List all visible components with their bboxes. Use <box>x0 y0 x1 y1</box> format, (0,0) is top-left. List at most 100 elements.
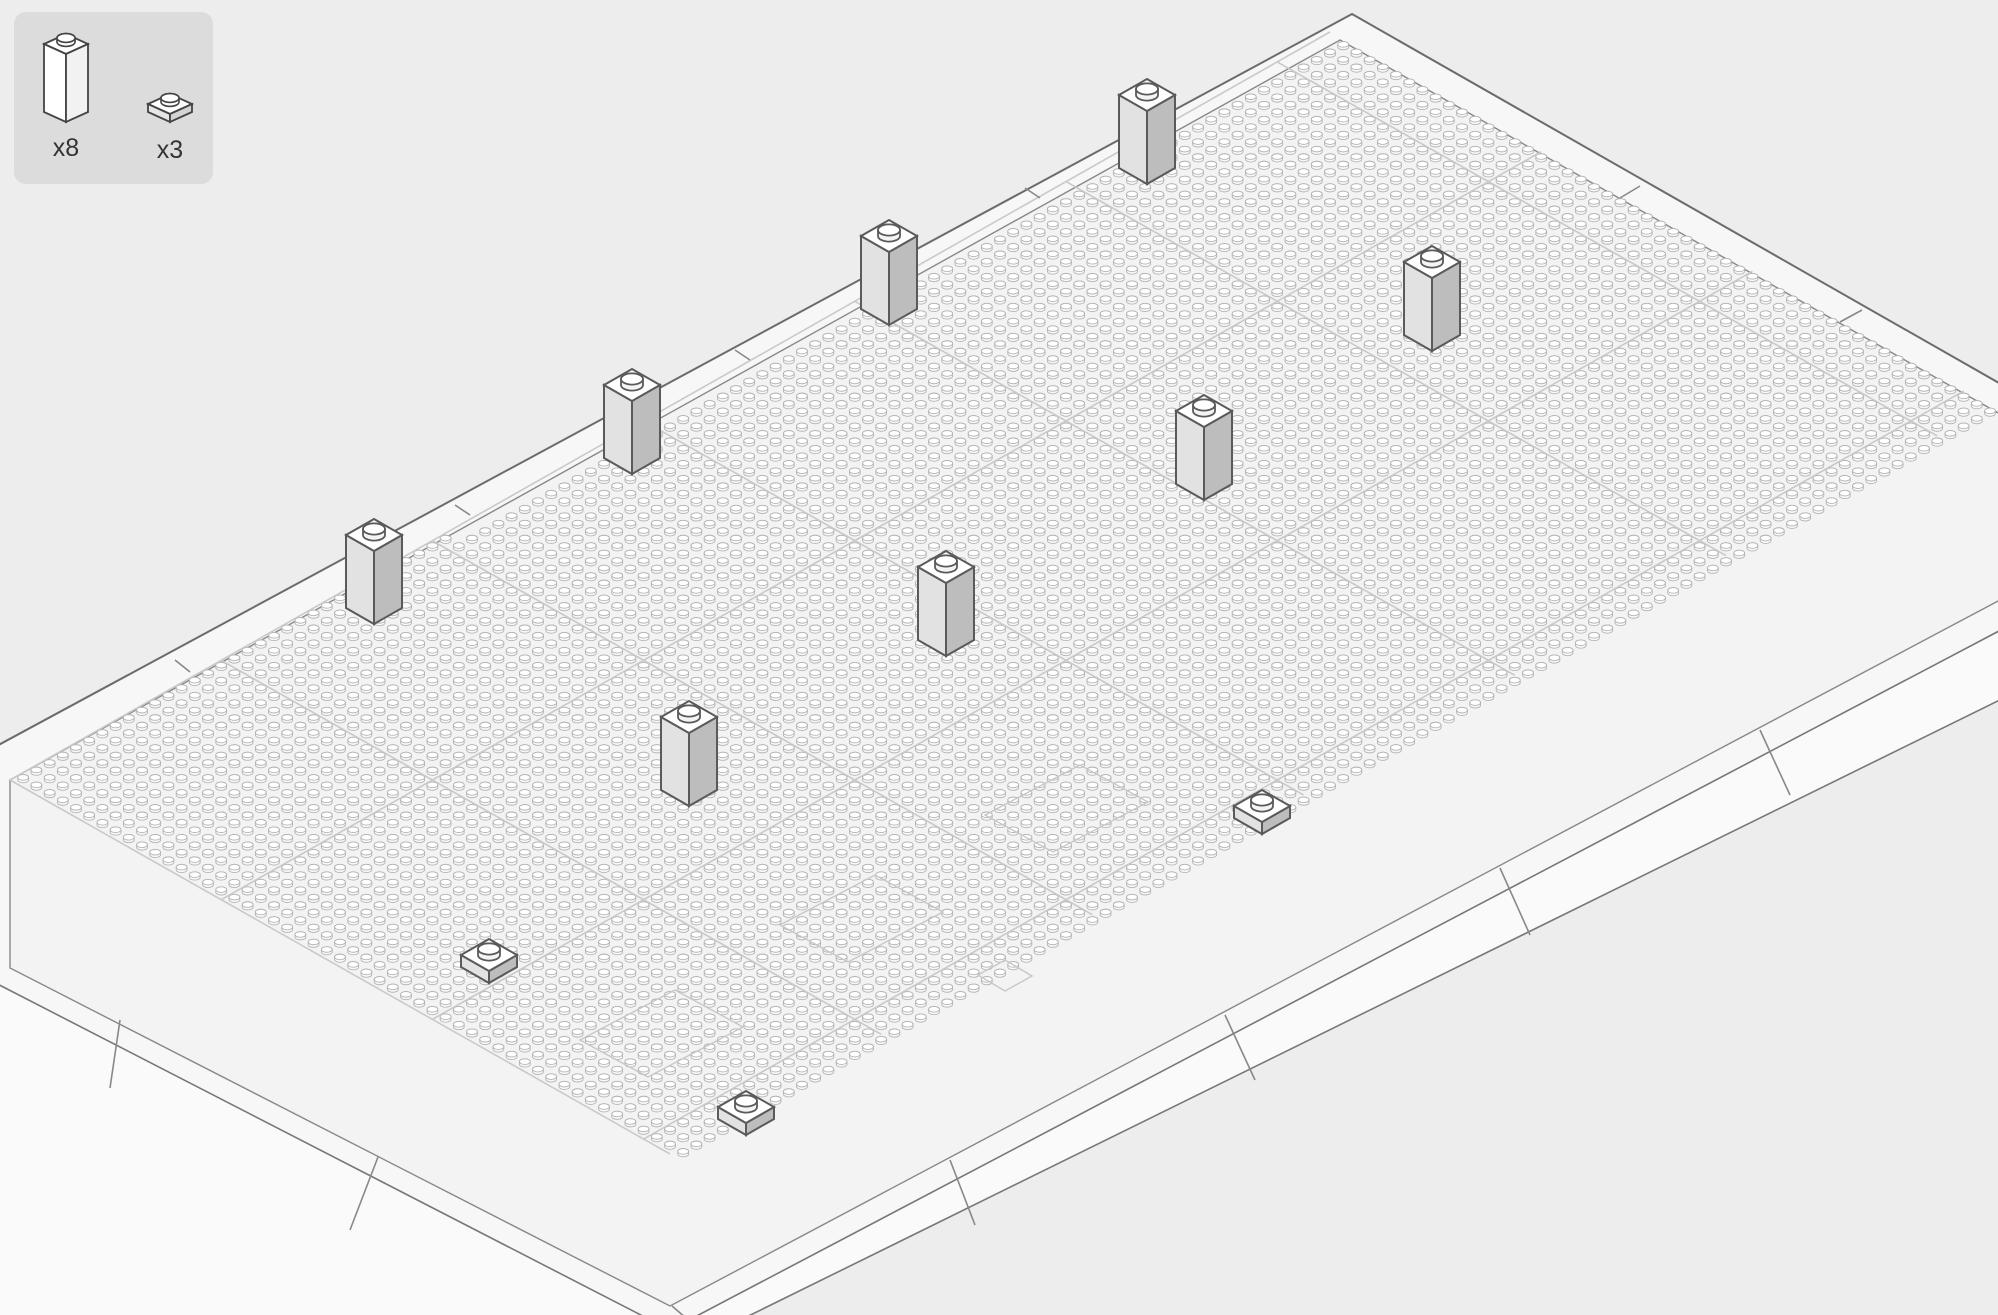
stud <box>1285 371 1296 379</box>
stud <box>1179 715 1190 723</box>
stud <box>414 625 425 633</box>
stud <box>585 797 596 805</box>
stud <box>797 438 808 446</box>
stud <box>1285 71 1296 79</box>
stud <box>638 842 649 850</box>
stud <box>849 513 860 521</box>
stud <box>1311 221 1322 229</box>
stud <box>1655 565 1666 573</box>
stud <box>1457 154 1468 162</box>
stud <box>1311 640 1322 648</box>
stud <box>546 775 557 783</box>
stud <box>1298 647 1309 655</box>
stud <box>1034 393 1045 401</box>
stud <box>1391 685 1402 693</box>
stud <box>651 805 662 813</box>
stud <box>1087 737 1098 745</box>
stud <box>995 864 1006 872</box>
stud <box>942 909 953 917</box>
stud <box>1641 333 1652 341</box>
stud <box>968 685 979 693</box>
stud <box>717 588 728 596</box>
stud <box>1457 363 1468 371</box>
stud <box>902 333 913 341</box>
stud <box>889 416 900 424</box>
stud <box>1351 573 1362 581</box>
stud <box>401 752 412 760</box>
stud <box>678 1074 689 1082</box>
stud <box>1377 244 1388 252</box>
stud <box>638 752 649 760</box>
stud <box>1364 101 1375 109</box>
stud <box>797 528 808 536</box>
stud <box>467 715 478 723</box>
stud <box>1166 244 1177 252</box>
stud <box>981 483 992 491</box>
stud <box>1008 782 1019 790</box>
stud <box>981 752 992 760</box>
stud <box>519 790 530 798</box>
stud <box>335 834 346 842</box>
stud <box>1140 513 1151 521</box>
stud <box>242 752 253 760</box>
stud <box>1074 730 1085 738</box>
stud <box>1298 79 1309 87</box>
stud <box>1549 565 1560 573</box>
stud <box>1364 341 1375 349</box>
stud <box>823 348 834 356</box>
stud <box>506 558 517 566</box>
stud <box>638 902 649 910</box>
stud <box>1021 311 1032 319</box>
stud <box>1589 423 1600 431</box>
stud <box>1245 632 1256 640</box>
stud <box>1668 258 1679 266</box>
stud <box>1536 558 1547 566</box>
stud <box>1628 431 1639 439</box>
stud <box>1457 184 1468 192</box>
stud <box>1628 505 1639 513</box>
stud <box>1575 281 1586 289</box>
stud <box>889 431 900 439</box>
stud <box>1694 483 1705 491</box>
stud <box>889 834 900 842</box>
stud <box>1879 408 1890 416</box>
stud <box>902 558 913 566</box>
stud <box>533 513 544 521</box>
stud <box>1298 528 1309 536</box>
stud <box>704 1074 715 1082</box>
stud <box>1509 468 1520 476</box>
stud <box>533 498 544 506</box>
stud <box>1509 393 1520 401</box>
stud <box>1245 573 1256 581</box>
stud <box>1127 535 1138 543</box>
stud <box>929 872 940 880</box>
stud <box>1826 333 1837 341</box>
stud <box>1826 393 1837 401</box>
stud <box>1668 378 1679 386</box>
stud <box>1259 161 1270 169</box>
stud <box>1127 640 1138 648</box>
stud <box>189 842 200 850</box>
stud <box>1206 625 1217 633</box>
stud <box>1140 348 1151 356</box>
stud <box>1008 423 1019 431</box>
stud <box>1100 849 1111 857</box>
stud <box>1021 475 1032 483</box>
stud <box>783 595 794 603</box>
stud <box>889 535 900 543</box>
stud <box>612 707 623 715</box>
stud <box>150 760 161 768</box>
stud <box>1707 520 1718 528</box>
stud <box>717 647 728 655</box>
stud <box>1364 760 1375 768</box>
stud <box>1391 640 1402 648</box>
stud <box>559 647 570 655</box>
stud <box>493 580 504 588</box>
stud <box>1113 408 1124 416</box>
stud <box>1668 558 1679 566</box>
stud <box>744 393 755 401</box>
stud <box>1364 236 1375 244</box>
stud <box>915 760 926 768</box>
stud <box>876 438 887 446</box>
stud <box>1681 460 1692 468</box>
